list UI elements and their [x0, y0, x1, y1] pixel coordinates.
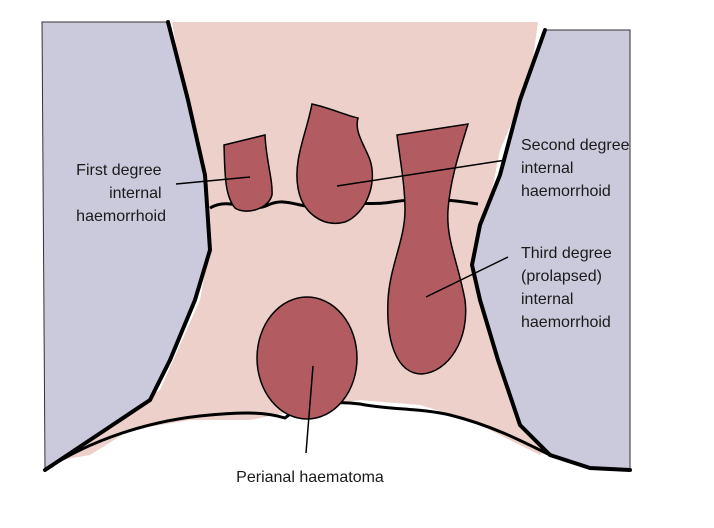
perianal-leader-line — [305, 365, 314, 454]
first-degree-haemorrhoid — [223, 134, 273, 212]
third-degree-haemorrhoid — [387, 123, 470, 375]
first-degree-leader-line — [175, 176, 251, 185]
third-degree-leader-line — [425, 256, 509, 298]
third-degree-label: Third degree (prolapsed) internal haemor… — [521, 245, 616, 331]
first-degree-label: First degree internal haemorrhoid — [76, 162, 166, 225]
perianal-label: Perianal haematoma — [236, 469, 384, 486]
perianal-haematoma — [256, 296, 358, 420]
right-wall-edge — [469, 28, 632, 472]
second-degree-haemorrhoid — [296, 103, 374, 224]
second-degree-label: Second degree internal haemorrhoid — [521, 137, 634, 200]
second-degree-leader-line — [336, 159, 507, 187]
left-wall-edge — [43, 20, 213, 472]
